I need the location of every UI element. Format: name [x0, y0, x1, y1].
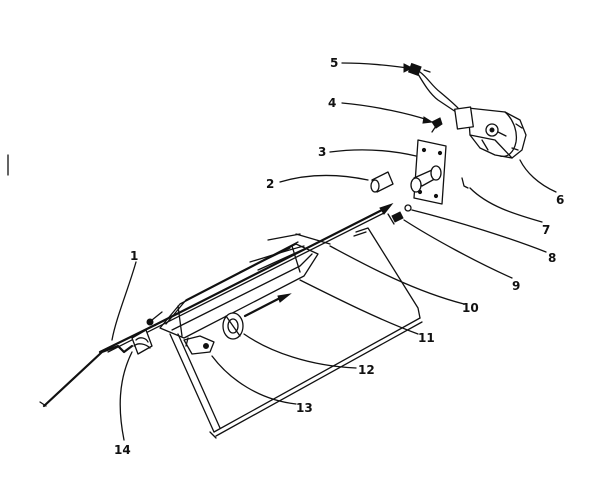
part-5-power-cord [407, 62, 459, 113]
callout-9: 9 [512, 279, 520, 293]
part-11-spit-frame [159, 241, 319, 339]
callout-11: 11 [418, 331, 435, 345]
part-8-ring [404, 204, 412, 212]
callout-10: 10 [462, 301, 479, 315]
part-2-bushing [370, 171, 394, 193]
part-12-fork-hub [222, 312, 244, 340]
part-3-bracket [410, 139, 447, 205]
part-7-clip [461, 177, 469, 189]
stand-frame [169, 317, 423, 439]
spit-rod [98, 202, 394, 354]
spit-forks [243, 293, 292, 318]
callout-8: 8 [548, 251, 556, 265]
callout-1: 1 [130, 249, 138, 263]
part-4-screw [431, 117, 443, 133]
callout-labels: 1 2 3 4 5 6 7 8 9 10 11 12 13 14 [114, 56, 564, 457]
callout-7: 7 [542, 223, 550, 237]
part-9-thumbscrew [387, 211, 404, 225]
callout-3: 3 [318, 145, 326, 159]
callout-13: 13 [296, 401, 313, 415]
part-10-support-rack [267, 227, 421, 319]
callout-6: 6 [556, 193, 564, 207]
callout-12: 12 [358, 363, 375, 377]
callout-2: 2 [266, 177, 274, 191]
part-1-handle [39, 344, 134, 408]
part-13-lock-screw [183, 335, 215, 355]
part-14-coupler [131, 311, 163, 355]
leader-lines [111, 62, 557, 441]
callout-5: 5 [330, 56, 338, 70]
callout-14: 14 [114, 443, 131, 457]
part-6-motor [454, 106, 527, 159]
callout-4: 4 [328, 96, 336, 110]
